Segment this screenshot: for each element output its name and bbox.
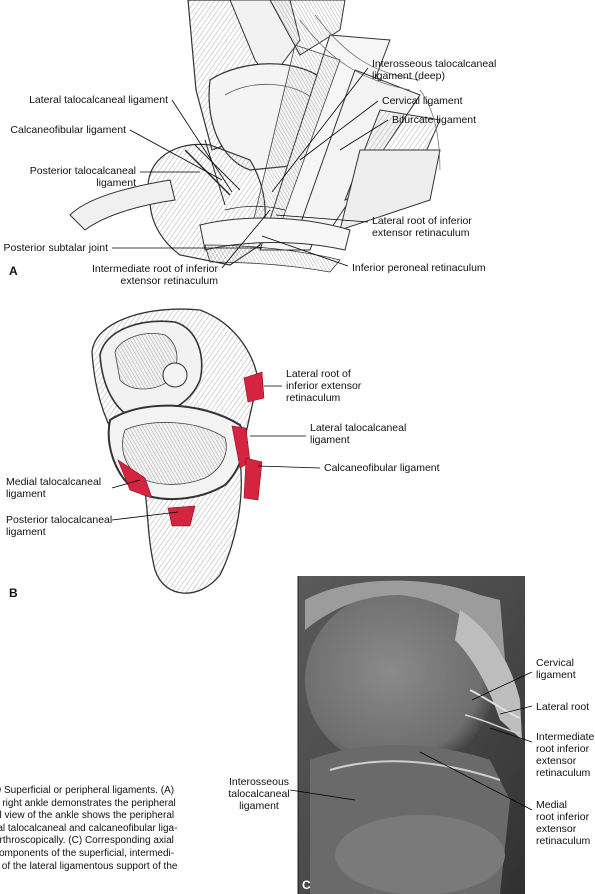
label-posterior-subtalar-joint: Posterior subtalar joint (3, 242, 108, 254)
label-lateral-talocalcaneal-ligament: Lateral talocalcaneal ligament (29, 94, 168, 106)
label-interosseous-talocalcaneal-ligament-deep: Interosseous talocalcaneal ligament (dee… (372, 58, 497, 82)
caption-line: ral talocalcaneal and calcaneofibular li… (0, 822, 178, 834)
caption-line: e right ankle demonstrates the periphera… (0, 797, 176, 809)
label-posterior-talocalcaneal-ligament: Posterior talocalcaneal ligament (29, 165, 136, 189)
panel-a-illustration (69, 0, 441, 273)
panel-a-leader-lines (112, 67, 389, 269)
caption-line: components of the superficial, intermedi… (0, 847, 175, 859)
figure-caption: D Superficial or peripheral ligaments. (… (0, 785, 300, 873)
panel-a-letter: A (9, 264, 18, 278)
label-calcaneofibular-ligament: Calcaneofibular ligament (10, 124, 126, 136)
panel-c-leader-lines (289, 671, 533, 811)
panel-b-letter: B (9, 586, 18, 600)
label-c-interosseous-talocalcaneal-ligament: Interosseous talocalcaneal ligament (228, 776, 290, 812)
label-b-lateral-talocalcaneal-ligament: Lateral talocalcaneal ligament (310, 422, 407, 446)
panel-b-illustration (91, 308, 265, 594)
label-c-cervical-ligament: Cervical ligament (536, 657, 576, 681)
label-b-calcaneofibular-ligament: Calcaneofibular ligament (324, 462, 440, 474)
caption-line: al view of the ankle shows the periphera… (0, 810, 175, 822)
label-intermediate-root-inferior-extensor-retinaculum: Intermediate root of inferior extensor r… (91, 263, 218, 287)
panel-c-mri (297, 576, 525, 894)
panel-c-letter: C (302, 878, 311, 892)
label-bifurcate-ligament: Bifurcate ligament (392, 114, 477, 126)
caption-line: D Superficial or peripheral ligaments. (… (0, 785, 175, 796)
label-cervical-ligament: Cervical ligament (382, 95, 463, 107)
label-c-medial-root-inferior-extensor-retinaculum: Medial root inferior extensor retinaculu… (536, 799, 591, 847)
caption-line: arthroscopically. (C) Corresponding axia… (0, 835, 174, 847)
label-b-lateral-root-inferior-extensor-retinaculum: Lateral root of inferior extensor retina… (286, 368, 362, 404)
label-b-posterior-talocalcaneal-ligament: Posterior talocalcaneal ligament (6, 514, 113, 538)
label-c-intermediate-root-inferior-extensor-retinaculum: Intermediate root inferior extensor reti… (536, 731, 595, 779)
label-b-medial-talocalcaneal-ligament: Medial talocalcaneal ligament (6, 476, 102, 500)
label-inferior-peroneal-retinaculum: Inferior peroneal retinaculum (352, 262, 486, 274)
label-lateral-root-inferior-extensor-retinaculum: Lateral root of inferior extensor retina… (372, 215, 472, 239)
caption-line: s of the lateral ligamentous support of … (0, 860, 178, 872)
label-c-lateral-root: Lateral root (536, 701, 590, 713)
panel-b-leader-lines (111, 385, 321, 521)
